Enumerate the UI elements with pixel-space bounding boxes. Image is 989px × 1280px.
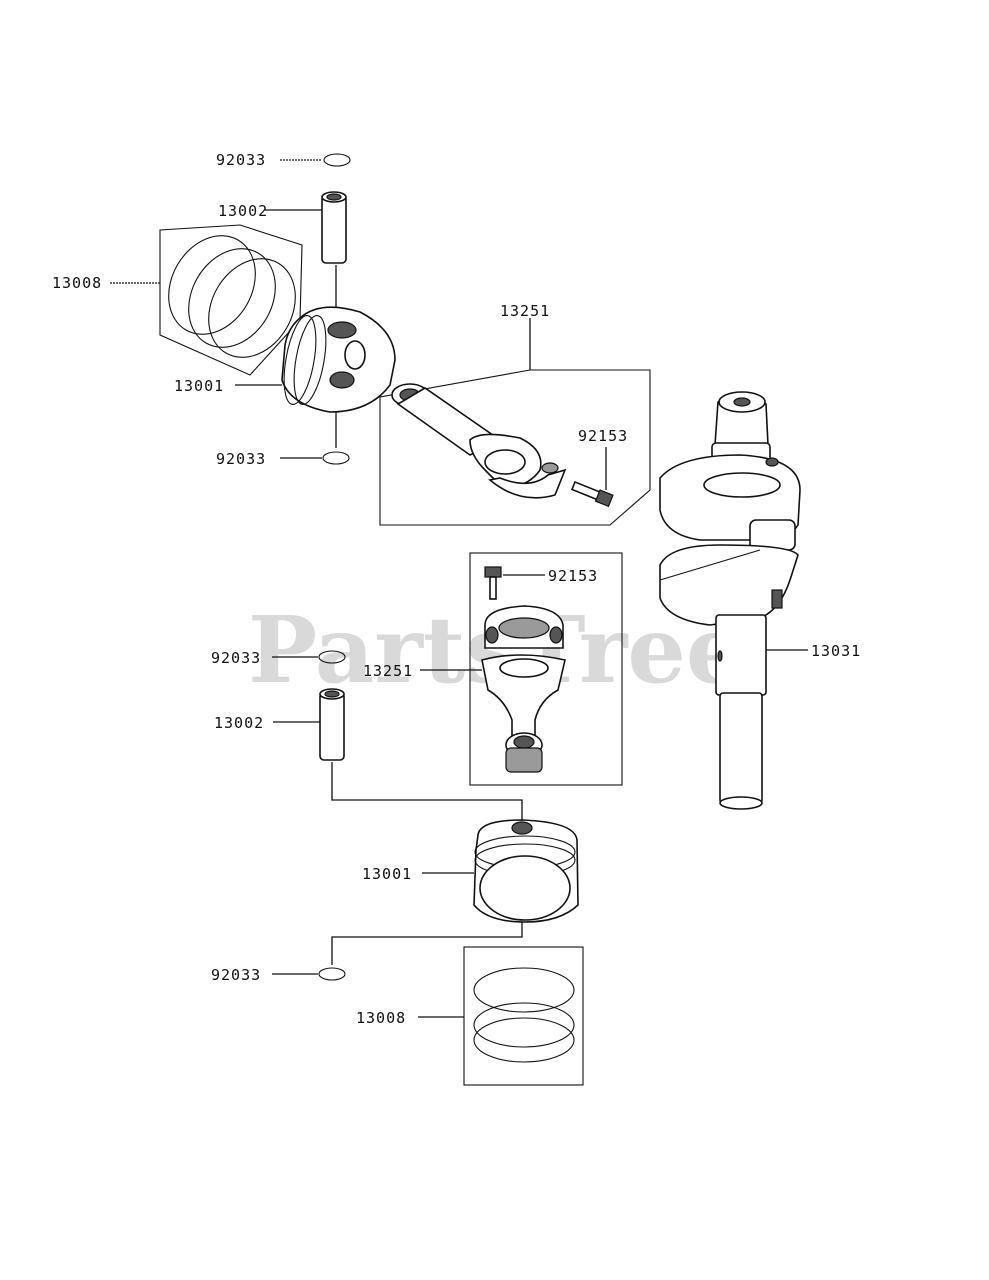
callout-92033-2[interactable]: 92033	[216, 450, 266, 468]
connecting-rod-upper[interactable]	[391, 383, 567, 499]
piston-ring-set-upper[interactable]	[151, 220, 312, 376]
callout-13008-2[interactable]: 13008	[356, 1009, 406, 1027]
rod-bolt-upper[interactable]	[570, 480, 614, 508]
snap-ring-top-lower[interactable]	[318, 650, 346, 664]
connecting-rod-box-lower	[469, 552, 623, 786]
callout-13251-1[interactable]: 13251	[500, 302, 550, 320]
callout-13002-1[interactable]: 13002	[218, 202, 268, 220]
callout-13008-1[interactable]: 13008	[52, 274, 102, 292]
callout-13002-2[interactable]: 13002	[214, 714, 264, 732]
callout-13001-1[interactable]: 13001	[174, 377, 224, 395]
snap-ring-bottom-lower[interactable]	[318, 967, 346, 981]
callout-92033-3[interactable]: 92033	[211, 649, 261, 667]
snap-ring-bottom-upper[interactable]	[322, 451, 350, 465]
piston-upper[interactable]	[278, 306, 396, 413]
callout-13251-2[interactable]: 13251	[363, 662, 413, 680]
callout-13031-1[interactable]: 13031	[811, 642, 861, 660]
callout-92153-1[interactable]: 92153	[578, 427, 628, 445]
snap-ring-top-upper[interactable]	[323, 153, 351, 167]
callout-92153-2[interactable]: 92153	[548, 567, 598, 585]
callout-13001-2[interactable]: 13001	[362, 865, 412, 883]
crankshaft[interactable]	[659, 391, 801, 810]
piston-pin-lower[interactable]	[319, 688, 345, 761]
connecting-rod-lower[interactable]	[481, 605, 566, 773]
callout-92033-4[interactable]: 92033	[211, 966, 261, 984]
rod-bolt-lower[interactable]	[484, 566, 502, 600]
callout-92033-1[interactable]: 92033	[216, 151, 266, 169]
piston-lower[interactable]	[473, 819, 579, 923]
piston-ring-set-lower[interactable]	[463, 946, 584, 1086]
piston-pin-upper[interactable]	[321, 191, 347, 264]
